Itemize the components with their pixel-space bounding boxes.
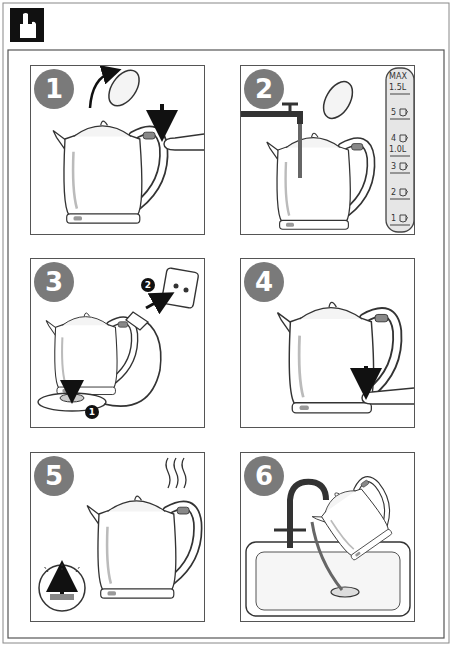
scale-mark: 3 — [391, 162, 396, 171]
scale-mark: 1.0L — [389, 145, 406, 154]
step-panel: 6 — [240, 452, 415, 622]
step-number: 6 — [244, 456, 284, 496]
step-number: 5 — [34, 456, 74, 496]
scale-mark: 1 — [391, 214, 396, 223]
step-panel: 1 — [30, 65, 205, 235]
callout-number: 2 — [141, 278, 155, 292]
step-number: 2 — [244, 69, 284, 109]
step-number: 1 — [34, 69, 74, 109]
step-panel: 4 — [240, 258, 415, 428]
scale-mark: 5 — [391, 108, 396, 117]
scale-mark: 2 — [391, 188, 396, 197]
step-number: 4 — [244, 262, 284, 302]
step-panel: 5 — [30, 452, 205, 622]
scale-mark: MAX — [389, 72, 407, 81]
step-number: 3 — [34, 262, 74, 302]
scale-mark: 4 — [391, 134, 396, 143]
step-panel: 2 — [240, 65, 415, 235]
step-panel: 3 — [30, 258, 205, 428]
scale-mark: 1.5L — [389, 83, 406, 92]
callout-number: 1 — [85, 405, 99, 419]
